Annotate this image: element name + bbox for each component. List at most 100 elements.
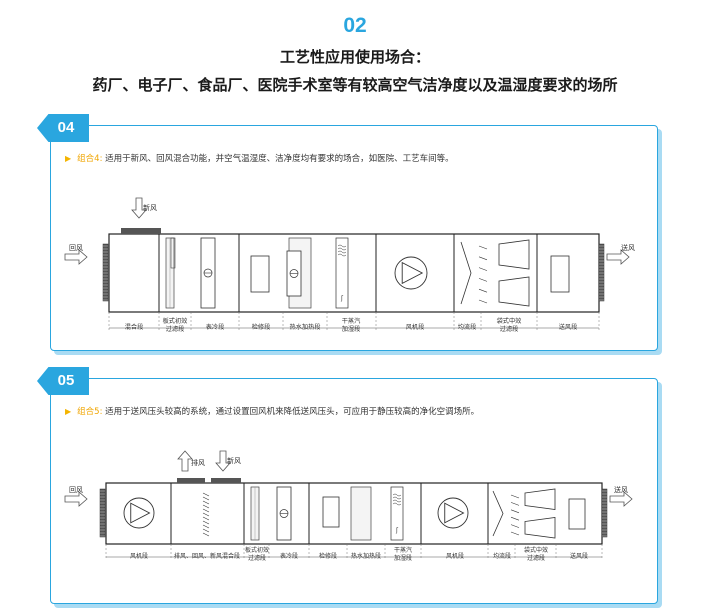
mixing-damper (202, 508, 210, 513)
steam-humidifier (390, 486, 404, 541)
section-label: 均流段 (458, 323, 477, 331)
return-air-arrow (64, 491, 88, 507)
air-equalizer (460, 241, 472, 305)
steam-humidifier (337, 253, 347, 257)
bag-filter (498, 239, 530, 270)
return-air-arrow (64, 249, 88, 265)
air-equalizer (478, 267, 488, 271)
supply-air-arrow (606, 249, 630, 265)
steam-humidifier (392, 496, 402, 500)
section-label: 风机段 (406, 323, 425, 331)
panel-description: ▶ 组合4: 适用于新风、回风混合功能，并空气温湿度、洁净度均有要求的场合，如医院… (65, 152, 454, 164)
section-label: 送风段 (559, 323, 578, 331)
section-label: 过滤段 (248, 554, 266, 562)
air-equalizer (510, 494, 520, 499)
section-label: 干蒸汽 (342, 317, 361, 325)
bullet-triangle-icon: ▶ (65, 407, 72, 416)
section-label: 过滤段 (527, 554, 545, 562)
access-door (550, 255, 570, 293)
steam-humidifier: ʃ (395, 527, 399, 534)
steam-humidifier (335, 237, 349, 309)
section-subtitle: 药厂、电子厂、食品厂、医院手术室等有较高空气洁净度以及温湿度要求的场所 (92, 76, 618, 94)
section-label: 板式初效 (163, 317, 188, 325)
panel-combo-5: 05 ▶ 组合5: 适用于送风压头较高的系统，通过设置回风机来降低送风压头，可应用… (37, 367, 658, 604)
mixing-damper (202, 504, 210, 509)
supply-air-grille (601, 488, 608, 538)
bullet-triangle-icon: ▶ (65, 154, 72, 163)
section-label: 检修段 (319, 552, 337, 560)
return-air-label: 回风 (69, 486, 83, 494)
return-fan-icon (123, 497, 155, 529)
panel-description: ▶ 组合5: 适用于送风压头较高的系统，通过设置回风机来降低送风压头，可应用于静压… (65, 405, 479, 417)
combo-label: 组合5: (77, 407, 103, 417)
section-label: 加湿段 (394, 554, 412, 562)
ahu-diagram-4: 新风回风送风ʃ混合段板式初效过滤段表冷段检修段热水加热段干蒸汽加湿段风机段均流段… (64, 197, 635, 333)
supply-fan-icon (394, 256, 428, 290)
description-text: 适用于新风、回风混合功能，并空气温湿度、洁净度均有要求的场合，如医院、工艺车间等… (105, 154, 454, 164)
exhaust-damper (177, 478, 205, 483)
fresh-air-damper (121, 228, 161, 234)
bag-filter (524, 488, 556, 510)
return-air-grille (99, 488, 106, 538)
fresh-air-arrow (131, 197, 147, 219)
ahu-diagram-5: 排风新风回风送风ʃ风机段排风、回风、新风混合段板式初效过滤段表冷段检修段热水加热… (64, 450, 633, 562)
supply-air-arrow (609, 491, 633, 507)
fresh-air-arrow (215, 450, 231, 472)
section-label: 热水加热段 (351, 552, 381, 560)
section-label: 袋式中效 (524, 546, 548, 554)
section-label: 混合段 (125, 323, 144, 331)
panel-badge: 04 (37, 114, 89, 142)
return-air-label: 回风 (69, 244, 83, 252)
section-label: 加湿段 (342, 325, 361, 333)
air-equalizer (510, 516, 520, 521)
mixing-damper (202, 524, 210, 529)
steam-humidifier: ʃ (340, 295, 344, 302)
section-title: 工艺性应用使用场合： (279, 48, 430, 66)
mixing-damper (202, 512, 210, 517)
air-equalizer (510, 531, 520, 536)
mixing-damper (202, 492, 210, 497)
steam-humidifier (337, 244, 347, 248)
section-label: 风机段 (446, 552, 464, 560)
section-label: 表冷段 (280, 552, 298, 560)
mixing-damper (202, 520, 210, 525)
section-label: 过滤段 (500, 325, 519, 333)
panel-combo-4: 04 ▶ 组合4: 适用于新风、回风混合功能，并空气温湿度、洁净度均有要求的场合，… (37, 114, 658, 351)
description-text: 适用于送风压头较高的系统，通过设置回风机来降低送风压头，可应用于静压较高的净化空… (105, 407, 480, 417)
mixing-damper (202, 516, 210, 521)
return-air-grille (102, 243, 109, 302)
mixing-damper (202, 532, 210, 537)
air-equalizer (510, 502, 520, 506)
mixing-damper (202, 496, 210, 501)
mixing-damper (202, 500, 210, 505)
air-equalizer (510, 509, 520, 514)
section-label: 过滤段 (166, 325, 185, 333)
supply-fan-icon (437, 497, 469, 529)
air-equalizer (478, 245, 488, 250)
supply-fan-icon (444, 502, 465, 524)
damper-blade (170, 237, 176, 269)
section-number: 02 (343, 14, 367, 37)
fresh-air-label: 新风 (143, 203, 157, 212)
combo-label: 组合4: (77, 154, 103, 164)
section-label: 检修段 (252, 323, 271, 331)
supply-air-grille (598, 243, 605, 302)
fresh-air-label: 新风 (227, 456, 241, 465)
access-door (568, 498, 586, 530)
panel-badge: 05 (37, 367, 89, 395)
steam-humidifier (392, 493, 402, 497)
bag-filter (524, 517, 556, 539)
exhaust-air-arrow (177, 450, 193, 472)
section-label: 均流段 (493, 552, 511, 560)
section-label: 板式初效 (245, 546, 269, 554)
supply-fan-icon (401, 261, 424, 285)
air-equalizer (478, 278, 488, 282)
access-door (250, 255, 270, 293)
air-equalizer (510, 524, 520, 528)
section-label: 表冷段 (206, 323, 225, 331)
supply-air-label: 送风 (614, 485, 628, 494)
section-label: 排风、回风、新风混合段 (174, 552, 240, 560)
section-label: 风机段 (130, 552, 148, 560)
return-fan-icon (130, 502, 151, 524)
fresh-air-damper (211, 478, 241, 483)
